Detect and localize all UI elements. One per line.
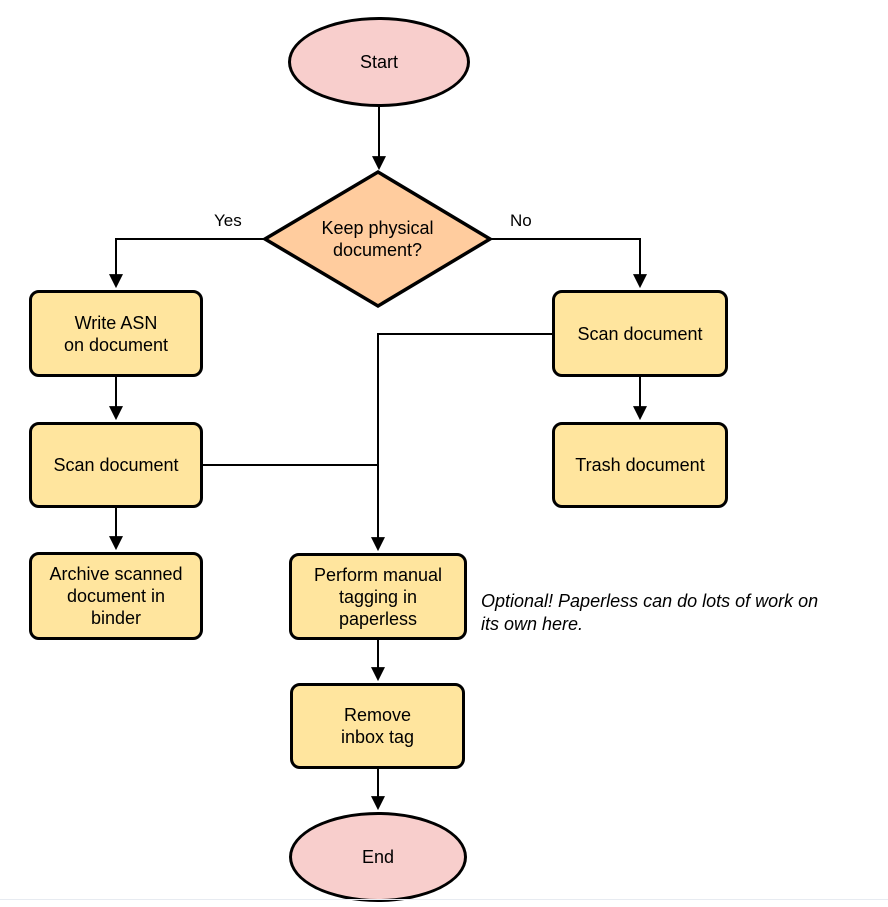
decision-keep-physical-document: Keep physical document?	[321, 218, 434, 260]
annotation-note: Optional! Paperless can do lots of work …	[481, 591, 819, 634]
process-trash-document: Trash document	[552, 422, 728, 508]
process-archive-binder: Archive scanned document in binder	[29, 552, 203, 640]
edge-label-yes: Yes	[212, 211, 244, 230]
process-remove-inbox-tag: Remove inbox tag	[290, 683, 465, 769]
process-remove-inbox-tag-label: Remove inbox tag	[340, 705, 415, 747]
end-terminator: End	[289, 812, 467, 902]
edge-label-no: No	[508, 211, 534, 230]
process-scan-document-left-label: Scan document	[53, 455, 179, 475]
process-manual-tagging: Perform manual tagging in paperless	[289, 553, 467, 640]
process-trash-document-label: Trash document	[575, 455, 705, 475]
decision-diamond-shape	[261, 169, 494, 309]
bottom-divider	[0, 899, 888, 900]
edge-decision-no	[490, 238, 647, 289]
start-label: Start	[359, 52, 398, 72]
process-write-asn-label: Write ASN on document	[63, 312, 169, 355]
process-scan-document-right-label: Scan document	[577, 323, 703, 344]
start-terminator: Start	[288, 17, 470, 107]
process-archive-binder-label: Archive scanned document in binder	[49, 564, 183, 628]
end-label: End	[361, 847, 395, 867]
process-scan-document-right: Scan document	[552, 290, 728, 377]
process-manual-tagging-label: Perform manual tagging in paperless	[313, 564, 443, 629]
process-scan-document-left: Scan document	[29, 422, 203, 508]
edge-scanright-to-tagging	[371, 333, 552, 552]
edge-decision-yes	[109, 238, 265, 289]
process-write-asn: Write ASN on document	[29, 290, 203, 377]
